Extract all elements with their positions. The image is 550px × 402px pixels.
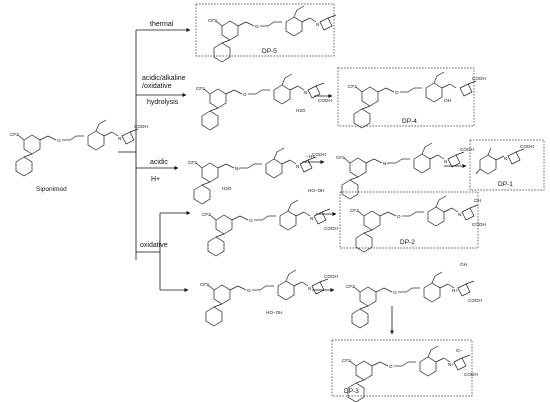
oxygen-label: O (247, 288, 251, 293)
oxidative-intermediate-2: CF3 O N COOH HO−OH (200, 269, 338, 327)
oxygen-label: O (249, 218, 253, 223)
cooh-label: COOH (468, 298, 482, 303)
cooh-label: COOH (472, 222, 486, 227)
water-label: H2O (222, 186, 232, 191)
dp2-box (339, 191, 479, 249)
siponimod-name: Siponimod (36, 186, 67, 193)
nitrogen-label: N (118, 136, 121, 141)
label-hydrolysis-1: acidic/alkaline (142, 75, 186, 82)
cooh-label: COOH (520, 144, 534, 149)
oh-label: OH (444, 98, 451, 103)
cooh-label: COOH (464, 372, 478, 377)
dp1-structure: N COOH (475, 144, 534, 175)
cf3-label: CF3 (348, 84, 357, 89)
oxygen-label: O (397, 214, 401, 219)
label-hydrolysis-3: hydrolysis (147, 99, 179, 106)
oxidative-intermediate-1: CF3 O N COOH HO−OH (202, 188, 338, 257)
oxygen-label: O (255, 24, 259, 29)
label-acidic: acidic (150, 159, 168, 166)
dp3-structure: CF3 O N+ O− COOH (342, 345, 478, 402)
acidic-intermediate-1: CF3 N+ N COOH H2O (188, 147, 326, 205)
oxygen-label: O (243, 92, 247, 97)
dp3-box (331, 339, 473, 397)
cf3-label: CF3 (346, 284, 355, 289)
cf3-label: CF3 (208, 18, 217, 23)
nitrogen-plus-label: N+ (452, 288, 458, 293)
oxygen-label: O (395, 90, 399, 95)
dp3-label: DP-3 (344, 388, 359, 395)
nitrogen-label: N (304, 90, 307, 95)
nitrogen-label: N (316, 22, 319, 27)
o-minus-label: O− (456, 348, 463, 353)
dp1-label: DP-1 (498, 181, 513, 188)
cooh-label: COOH (460, 147, 474, 152)
nitrogen-label: N (504, 156, 507, 161)
cf3-label: CF3 (196, 86, 205, 91)
hydrolysis-intermediate: CF3 O N COOH H2O (196, 73, 332, 131)
acidic-intermediate-2: CF3 N+ N COOH (336, 142, 474, 200)
dp1-box (469, 139, 545, 191)
label-oxidative: oxidative (140, 242, 168, 249)
cooh-label: COOH (472, 76, 486, 81)
peroxide-label: HO−OH (308, 188, 324, 193)
h-loss-label: −H+ (306, 154, 315, 159)
nitrogen-plus-label: N+ (235, 166, 241, 171)
oxygen-label: O (389, 364, 393, 369)
siponimod-structure: CF3 O N COOH (10, 119, 148, 177)
cf3-label: CF3 (200, 282, 209, 287)
dp4-label: DP-4 (402, 118, 417, 125)
cooh-label: COOH (312, 152, 326, 157)
cooh-label: COOH (134, 124, 148, 129)
oxygen-label: O (57, 138, 61, 143)
dp4-structure: CF3 O OH COOH (348, 71, 486, 129)
label-acidic-reagent: H+ (151, 176, 160, 183)
dp2-label: DP-2 (400, 239, 415, 246)
cooh-label: COOH (324, 274, 338, 279)
nitrogen-label: N (458, 212, 461, 217)
cf3-label: CF3 (342, 358, 351, 363)
nitrogen-plus-label: N+ (383, 161, 389, 166)
nitrogen-label: N (310, 216, 313, 221)
cf3-label: CF3 (350, 208, 359, 213)
nitrogen-label: N (308, 286, 311, 291)
nitrogen-plus-label: N+ (448, 362, 454, 367)
cf3-label: CF3 (336, 155, 345, 160)
dp5-structure: CF3 O N (208, 5, 337, 63)
cooh-label: COOH (324, 226, 338, 231)
dp4-box (337, 67, 475, 127)
nitrogen-label: N (444, 159, 447, 164)
label-hydrolysis-2: /oxidative (142, 83, 172, 90)
cooh-label: COOH (318, 98, 332, 103)
dp2-structure: CF3 O N OH COOH (350, 195, 486, 253)
cf3-label: CF3 (10, 132, 19, 137)
nitrogen-label: N (296, 164, 299, 169)
dp5-box (195, 3, 335, 57)
oxidative-intermediate-3: CF3 O N+ COOH OH (346, 262, 482, 329)
oxygen-label: O (393, 290, 397, 295)
peroxide-label: HO−OH (266, 310, 282, 315)
dp5-label: DP-5 (262, 48, 277, 55)
cf3-label: CF3 (202, 212, 211, 217)
cf3-label: CF3 (188, 160, 197, 165)
oh-label: OH (474, 198, 481, 203)
hydroxide-label: OH (460, 262, 467, 267)
water-label: H2O (296, 108, 306, 113)
label-thermal: thermal (150, 21, 174, 28)
